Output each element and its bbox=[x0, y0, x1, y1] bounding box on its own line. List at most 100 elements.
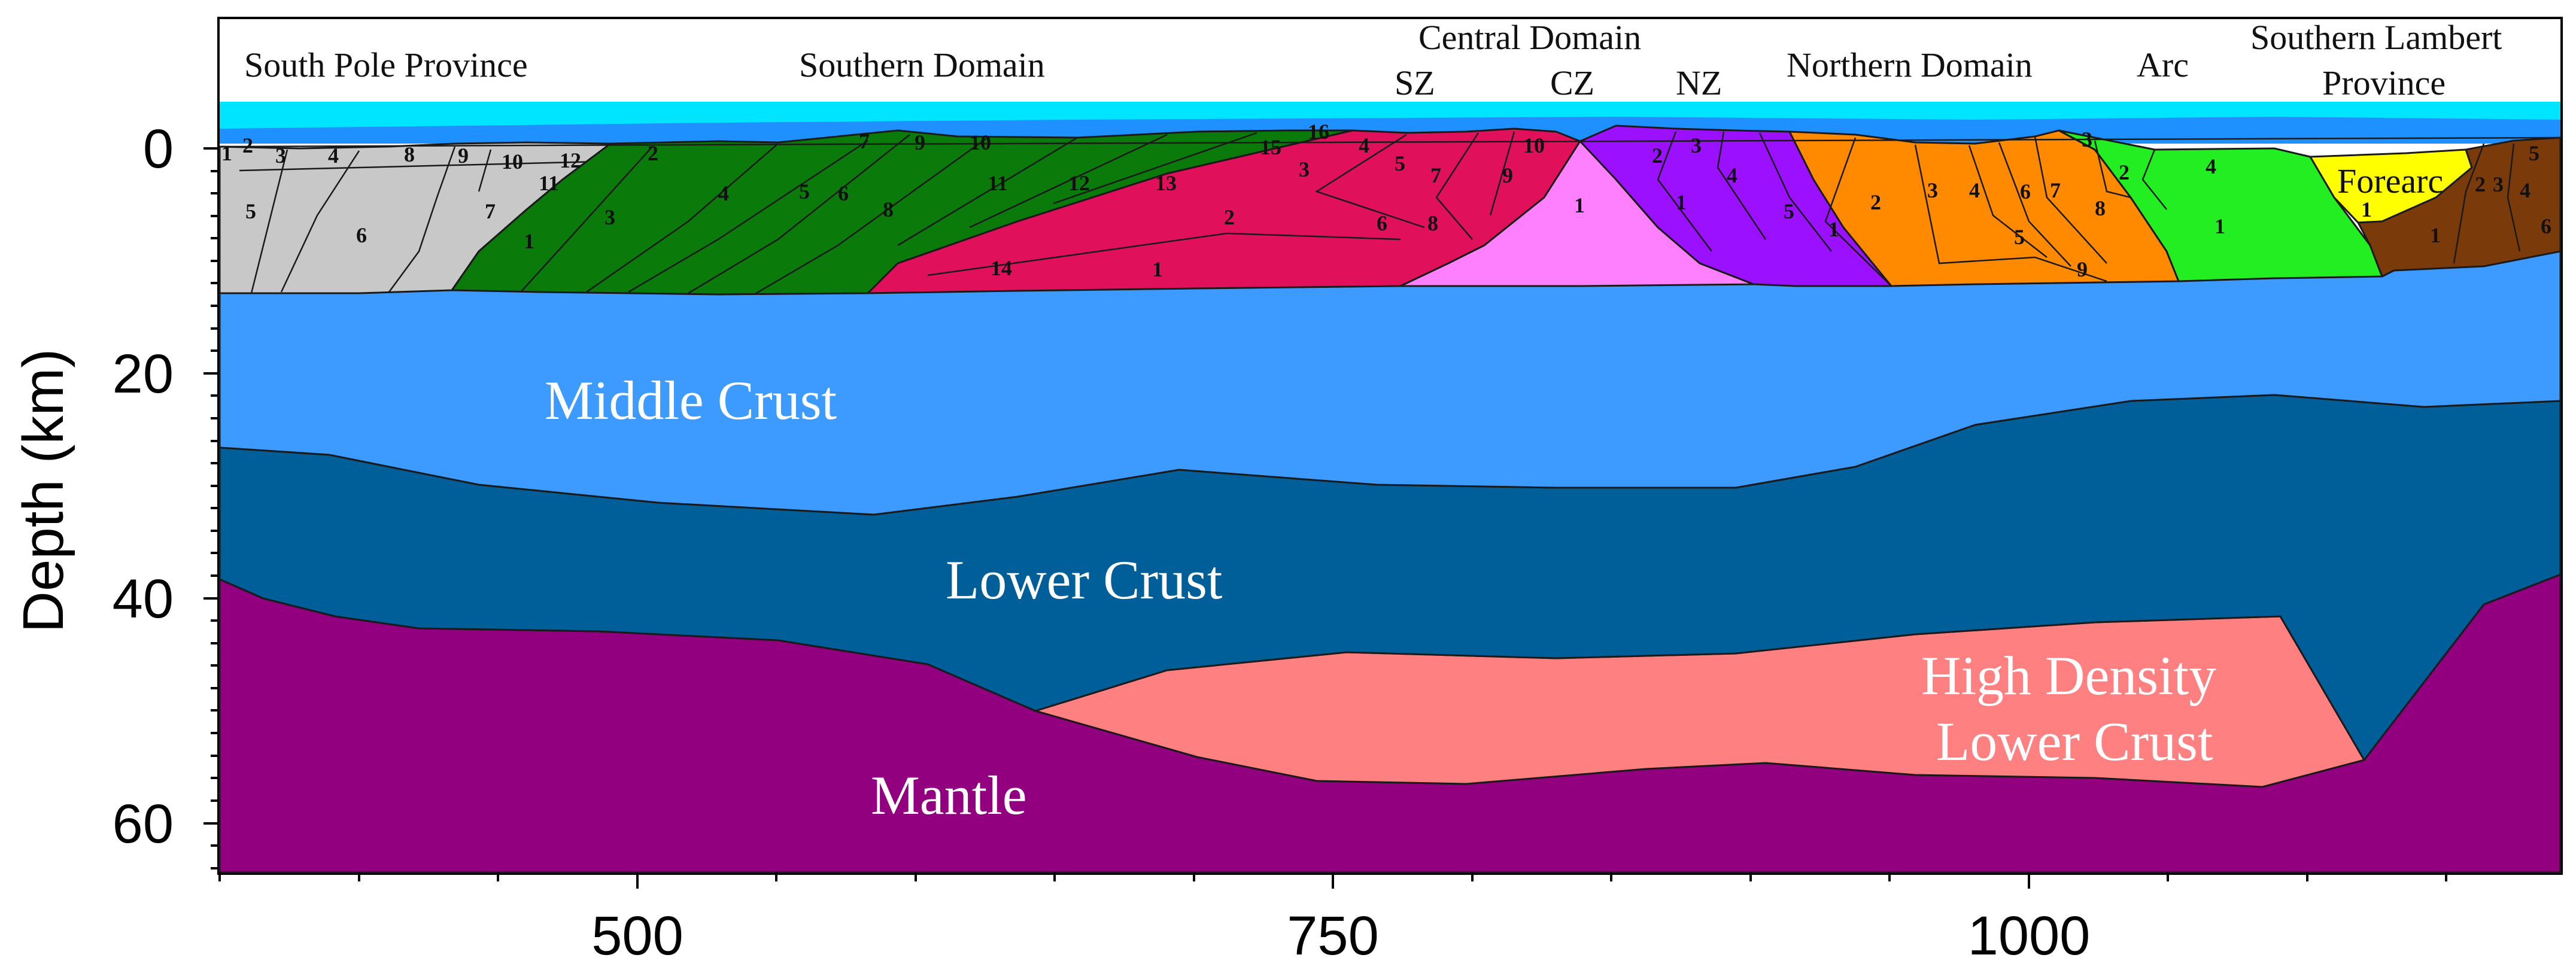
unit-number: 4 bbox=[1969, 178, 1980, 202]
unit-number: 8 bbox=[1427, 211, 1438, 235]
northern-fault bbox=[1998, 142, 2071, 267]
south-pole-fault bbox=[478, 149, 492, 192]
label-southern-domain: Southern Domain bbox=[799, 45, 1045, 84]
unit-number: 2 bbox=[2475, 172, 2486, 196]
unit-number: 11 bbox=[539, 171, 559, 195]
southern-fault bbox=[897, 136, 1078, 247]
unit-number: 10 bbox=[1523, 133, 1545, 157]
unit-number: 5 bbox=[245, 199, 256, 223]
arc-fault bbox=[2141, 149, 2167, 210]
northern-fault bbox=[1968, 145, 2048, 258]
unit-number: 8 bbox=[883, 197, 894, 221]
unit-number: 3 bbox=[2082, 127, 2092, 151]
unit-number: 8 bbox=[2095, 196, 2106, 220]
central-north-fault bbox=[1717, 131, 1767, 240]
southern-fault bbox=[969, 133, 1168, 229]
unit-number: 13 bbox=[1155, 171, 1177, 195]
unit-number: 4 bbox=[2206, 154, 2216, 178]
southern-fault bbox=[688, 134, 910, 294]
label-forearc: Forearc bbox=[2337, 162, 2443, 200]
unit-number: 6 bbox=[838, 181, 849, 205]
unit-number: 1 bbox=[1828, 217, 1839, 241]
unit-number: 2 bbox=[1224, 205, 1235, 229]
unit-number: 1 bbox=[221, 141, 232, 165]
unit-number: 4 bbox=[718, 181, 729, 205]
unit-number: 1 bbox=[2430, 223, 2441, 247]
southern-fault bbox=[628, 139, 868, 293]
southern-unit-numbers: 1 2 3 4 5 6 7 8 9 10 11 12 13 14 15 16 bbox=[524, 120, 1329, 280]
x-tick-label: 1000 bbox=[1968, 905, 2091, 966]
south-pole-unit-numbers: 1 2 3 4 5 6 7 8 9 10 11 12 bbox=[221, 133, 581, 247]
central-domain-south-units bbox=[867, 127, 1581, 294]
unit-number: 3 bbox=[604, 205, 615, 229]
unit-number: 5 bbox=[1395, 151, 1405, 175]
lambert-fault bbox=[2507, 143, 2521, 252]
unit-number: 12 bbox=[560, 148, 581, 172]
unit-number: 7 bbox=[859, 129, 870, 153]
unit-number: 3 bbox=[1927, 178, 1938, 202]
northern-fault bbox=[1914, 144, 2107, 282]
x-axis bbox=[218, 872, 2447, 889]
label-southern-lambert-2: Province bbox=[2322, 63, 2446, 102]
label-nz: NZ bbox=[1676, 63, 1722, 102]
label-cz: CZ bbox=[1550, 63, 1594, 102]
unit-number: 2 bbox=[1870, 190, 1881, 214]
arc-fault bbox=[2094, 140, 2131, 199]
central-north-fault bbox=[1758, 132, 1832, 252]
lambert-unit-numbers: 1 2 3 4 5 6 bbox=[2430, 141, 2551, 247]
unit-number: 6 bbox=[1377, 211, 1387, 235]
south-pole-fault bbox=[250, 149, 288, 294]
southern-fault bbox=[586, 143, 779, 293]
south-pole-fault bbox=[388, 146, 456, 293]
central-south-fault bbox=[1435, 132, 1480, 240]
unit-number: 1 bbox=[1676, 190, 1687, 214]
unit-number: 1 bbox=[2214, 214, 2225, 238]
surface-line bbox=[219, 136, 2561, 148]
unit-number: 11 bbox=[988, 171, 1008, 195]
label-sz: SZ bbox=[1395, 63, 1435, 102]
x-tick-label: 750 bbox=[1287, 905, 1379, 966]
unit-number: 7 bbox=[1430, 163, 1441, 187]
unit-number: 12 bbox=[1068, 171, 1090, 195]
label-mantle: Mantle bbox=[871, 765, 1027, 826]
northern-fault bbox=[1824, 137, 1892, 287]
unit-number: 1 bbox=[1152, 257, 1163, 281]
label-middle-crust: Middle Crust bbox=[545, 370, 837, 431]
y-axis-title: Depth (km) bbox=[11, 349, 75, 633]
unit-number: 9 bbox=[1502, 163, 1513, 187]
unit-number: 5 bbox=[2014, 225, 2025, 249]
northern-fault bbox=[2034, 136, 2107, 264]
unit-number: 10 bbox=[502, 150, 523, 174]
northern-unit-numbers: 1 2 3 4 5 6 7 8 9 bbox=[1828, 178, 2106, 281]
unit-number: 14 bbox=[991, 256, 1012, 280]
unit-number: 3 bbox=[2493, 172, 2504, 196]
unit-number: 9 bbox=[2077, 257, 2088, 281]
unit-number: 2 bbox=[242, 133, 253, 157]
central-south-fault bbox=[927, 232, 1401, 276]
unit-number: 7 bbox=[485, 199, 496, 223]
label-arc: Arc bbox=[2137, 45, 2189, 84]
unit-number: 9 bbox=[458, 144, 469, 168]
unit-number: 1 bbox=[1574, 193, 1585, 217]
unit-number: 16 bbox=[1308, 120, 1329, 144]
label-high-density-1: High Density bbox=[1921, 645, 2216, 706]
unit-number: 6 bbox=[356, 223, 367, 247]
arc-unit-numbers: 1 2 3 4 bbox=[2082, 127, 2225, 238]
label-lower-crust: Lower Crust bbox=[946, 549, 1223, 610]
central-north-fault bbox=[1657, 131, 1712, 252]
label-south-pole-province: South Pole Province bbox=[244, 45, 528, 84]
y-tick-label: 20 bbox=[113, 343, 174, 405]
unit-number: 2 bbox=[648, 141, 658, 165]
central-north-unit-numbers: 1 2 3 4 5 bbox=[1652, 133, 1794, 223]
y-tick-label: 60 bbox=[113, 793, 174, 855]
y-tick-label: 0 bbox=[143, 118, 174, 180]
unit-number: 5 bbox=[2529, 141, 2539, 165]
unit-number: 2 bbox=[2119, 160, 2130, 184]
unit-number: 3 bbox=[1691, 133, 1702, 157]
label-southern-lambert-1: Southern Lambert bbox=[2250, 18, 2502, 57]
unit-number: 8 bbox=[404, 142, 415, 166]
unit-number: 5 bbox=[799, 180, 810, 203]
unit-number: 4 bbox=[2520, 178, 2531, 202]
unit-number: 6 bbox=[2020, 180, 2031, 203]
